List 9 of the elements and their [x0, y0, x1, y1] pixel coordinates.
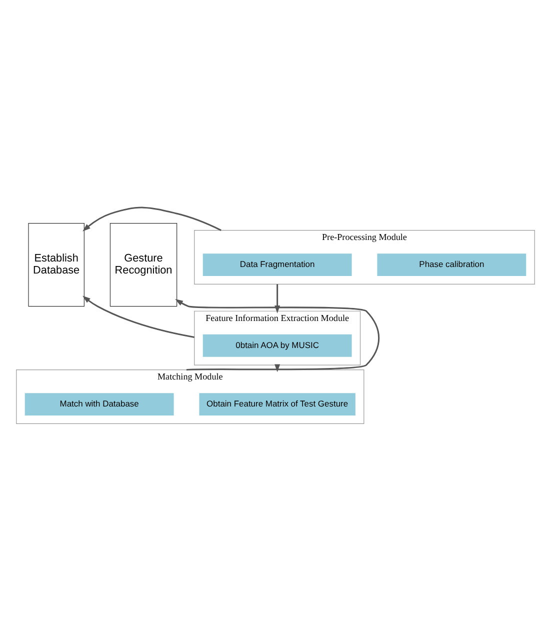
arrow [82, 295, 195, 338]
node-box: Gesture Recognition [110, 222, 178, 306]
node-box: Phase calibration [377, 253, 526, 276]
node-box: 0btain AOA by MUSIC [202, 334, 352, 356]
node-box: Obtain Feature Matrix of Test Gesture [199, 392, 356, 416]
node-box: Match with Database [24, 392, 174, 416]
node-box: Data Fragmentation [202, 253, 352, 276]
arrow [82, 206, 222, 231]
node-box: Establish Database [28, 222, 84, 306]
